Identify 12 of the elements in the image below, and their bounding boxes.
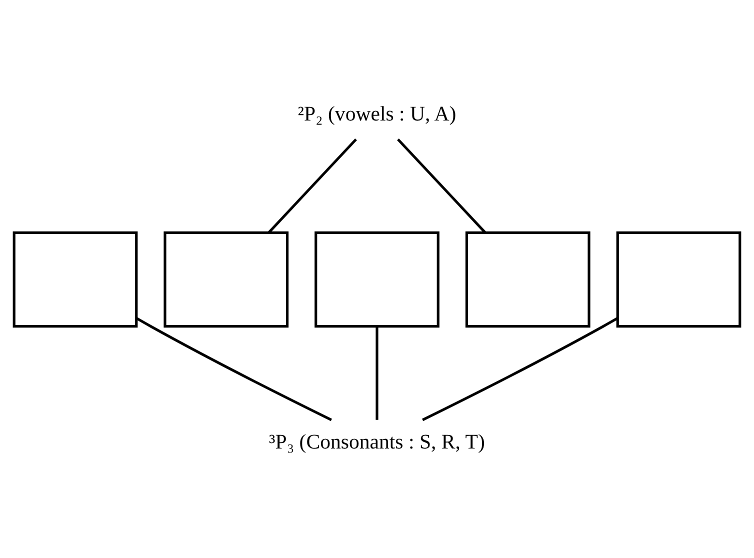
node-text: ³P₃ (Consonants : S, R, T) (269, 428, 485, 453)
node-box (616, 230, 742, 328)
node-box (314, 230, 440, 328)
node-box (12, 230, 138, 328)
node-box (465, 230, 590, 328)
node-box (164, 230, 289, 328)
node-text: ²P₂ (vowels : U, A) (298, 101, 456, 126)
connector (422, 316, 618, 421)
connector (376, 326, 378, 420)
connector (268, 138, 357, 233)
connector (136, 316, 332, 421)
connector (397, 138, 486, 233)
